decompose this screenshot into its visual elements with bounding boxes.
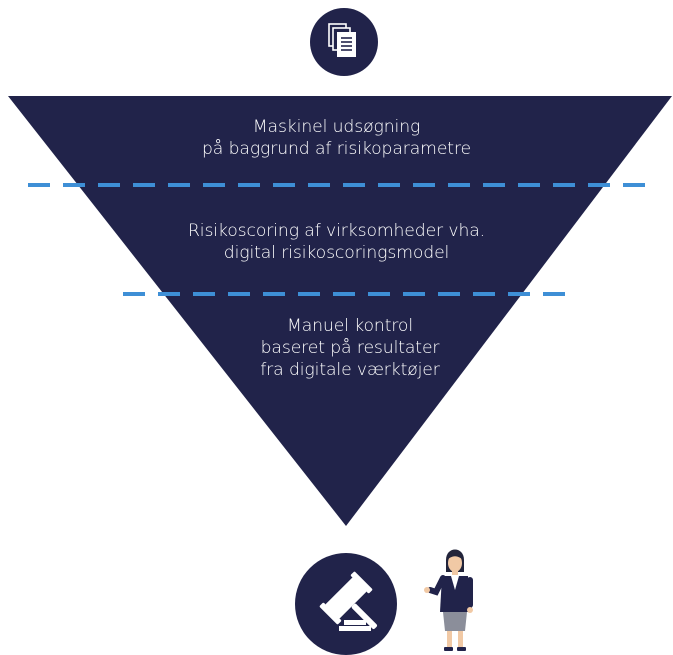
- funnel-step-1-label: Maskinel udsøgning på baggrund af risiko…: [0, 116, 673, 160]
- woman-inspector-figure: [424, 549, 473, 651]
- funnel-step-3-line-2: baseret på resultater: [260, 338, 440, 358]
- funnel-step-3-line-1: Manuel kontrol: [286, 316, 414, 336]
- funnel-step-1-line-2: på baggrund af risikoparametre: [201, 139, 472, 159]
- funnel-triangle: [8, 96, 672, 526]
- funnel-step-1-line-1: Maskinel udsøgning: [252, 117, 421, 137]
- funnel-step-2-label: Risikoscoring af virksomheder vha. digit…: [0, 220, 673, 264]
- gavel-icon: [295, 553, 397, 655]
- funnel-step-3-label: Manuel kontrol baseret på resultater fra…: [0, 315, 673, 381]
- funnel-step-2-line-1: Risikoscoring af virksomheder vha.: [187, 221, 486, 241]
- funnel-step-2-line-2: digital risikoscoringsmodel: [223, 243, 450, 263]
- funnel-step-3-line-3: fra digitale værktøjer: [260, 360, 440, 380]
- documents-icon: [310, 8, 378, 76]
